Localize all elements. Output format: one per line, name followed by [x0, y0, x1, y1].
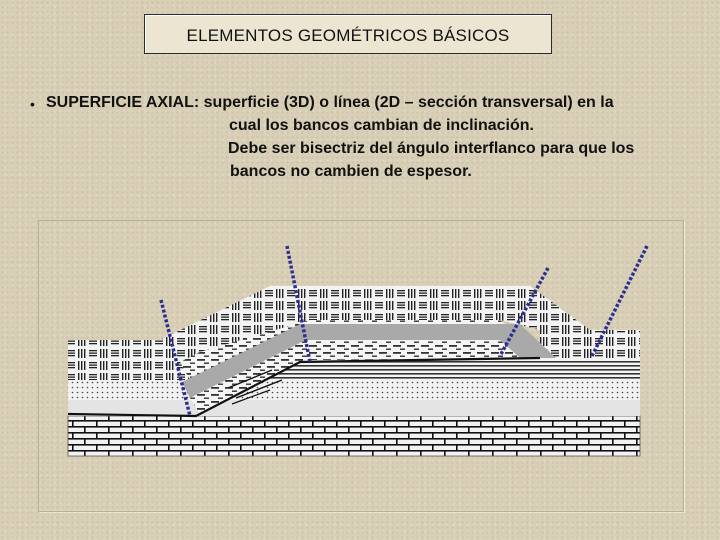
definition-line-2: cual los bancos cambian de inclinación.: [229, 117, 534, 134]
fault-line: [67, 356, 541, 418]
definition-line-3: Debe ser bisectriz del ángulo interflanc…: [228, 140, 635, 157]
definition-term: SUPERFICIE AXIAL:: [46, 94, 200, 111]
title-box: ELEMENTOS GEOMÉTRICOS BÁSICOS: [144, 14, 552, 54]
bullet-marker: •: [30, 96, 35, 112]
light-grey-band: [68, 400, 640, 416]
brick-bed: [67, 415, 641, 457]
upper-folded-bed: [160, 286, 590, 352]
definition-line-1: SUPERFICIE AXIAL: superficie (3D) o líne…: [46, 94, 706, 112]
dotted-bed: [68, 380, 640, 400]
diagram-frame: [38, 220, 684, 512]
axial-trace-4: [590, 245, 649, 357]
definition-text-1: superficie (3D) o línea (2D – sección tr…: [203, 94, 614, 111]
grey-folded-bed: [182, 324, 556, 398]
slip-arrow-1: [227, 369, 273, 389]
axial-trace-3: [498, 267, 550, 357]
slip-arrow-3: [231, 389, 271, 405]
definition-line-4: bancos no cambien de espesor.: [230, 163, 472, 180]
lower-dashed-bed: [190, 340, 520, 414]
slide-title: ELEMENTOS GEOMÉTRICOS BÁSICOS: [186, 26, 510, 45]
right-mixed-bed: [540, 330, 640, 360]
slip-arrow-2: [235, 379, 283, 399]
